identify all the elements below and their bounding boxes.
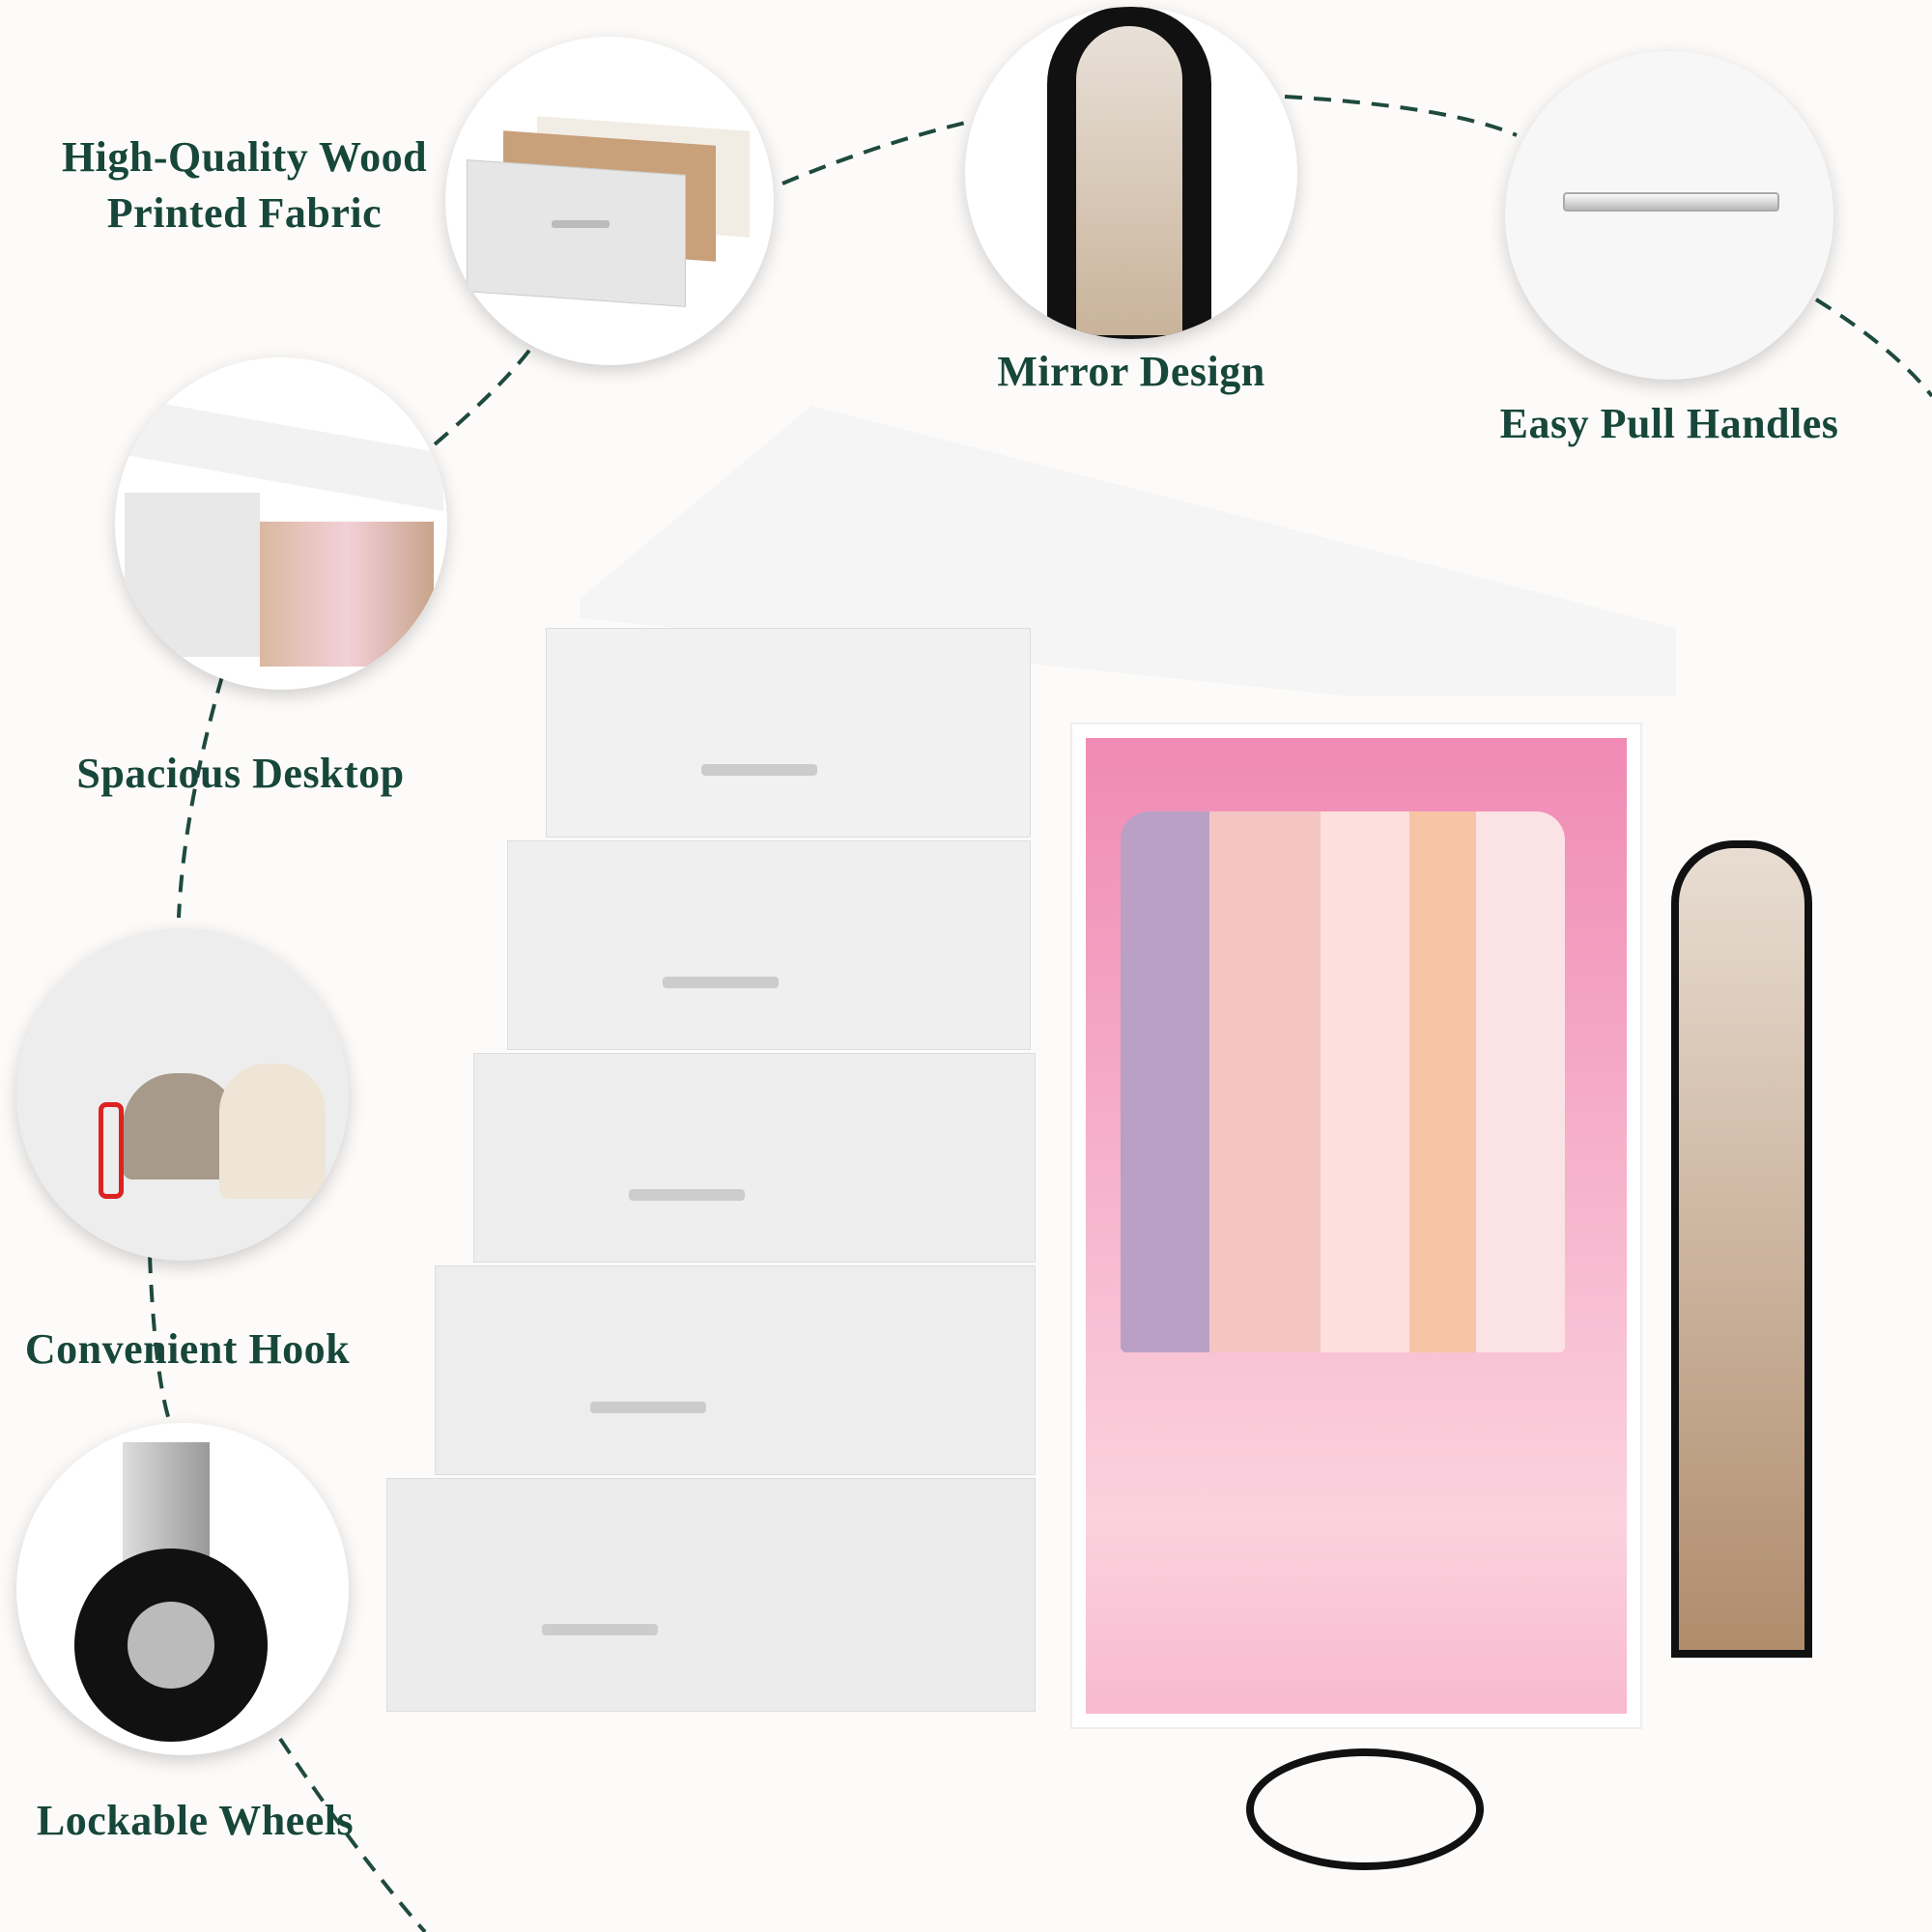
label-line: High-Quality Wood bbox=[61, 133, 428, 181]
keychain-icon bbox=[99, 1102, 124, 1199]
mirror-detail-image bbox=[965, 7, 1297, 339]
fabric-detail-image bbox=[445, 37, 774, 365]
feature-label-handles: Easy Pull Handles bbox=[1500, 396, 1839, 452]
handle-detail-image bbox=[1505, 51, 1833, 380]
wheel-detail-image bbox=[16, 1423, 349, 1755]
drawer-handle[interactable] bbox=[542, 1624, 658, 1635]
drawer-handle[interactable] bbox=[701, 764, 817, 776]
label-line: Easy Pull Handles bbox=[1499, 400, 1839, 447]
label-line: Convenient Hook bbox=[24, 1325, 351, 1373]
side-mirror bbox=[1671, 840, 1812, 1658]
drawer-handle[interactable] bbox=[590, 1402, 706, 1413]
desktop-detail-image bbox=[115, 357, 447, 690]
feature-label-hook: Convenient Hook bbox=[25, 1321, 350, 1378]
dresser-product-image bbox=[386, 406, 1893, 1870]
drawer-2 bbox=[507, 840, 1031, 1050]
drawer-handle[interactable] bbox=[663, 977, 779, 988]
pull-handle-icon bbox=[1563, 192, 1779, 212]
drawer-4 bbox=[435, 1265, 1036, 1475]
power-cord bbox=[1246, 1748, 1484, 1870]
drawer-1 bbox=[546, 628, 1031, 838]
drawer-handle-icon bbox=[552, 220, 610, 228]
feature-label-wheels: Lockable Wheels bbox=[37, 1793, 354, 1849]
drawer-handle[interactable] bbox=[629, 1189, 745, 1201]
label-line: Lockable Wheels bbox=[36, 1797, 355, 1844]
drawer-3 bbox=[473, 1053, 1036, 1263]
feature-label-mirror: Mirror Design bbox=[997, 344, 1264, 400]
feature-label-desktop: Spacious Desktop bbox=[76, 746, 404, 802]
hanging-clothes bbox=[1121, 811, 1565, 1352]
label-line: Printed Fabric bbox=[106, 189, 383, 237]
label-line: Mirror Design bbox=[997, 348, 1265, 395]
hook-detail-image bbox=[16, 928, 349, 1261]
label-line: Spacious Desktop bbox=[76, 750, 405, 797]
feature-label-fabric: High-Quality Wood Printed Fabric bbox=[62, 129, 427, 242]
drawer-5 bbox=[386, 1478, 1036, 1712]
